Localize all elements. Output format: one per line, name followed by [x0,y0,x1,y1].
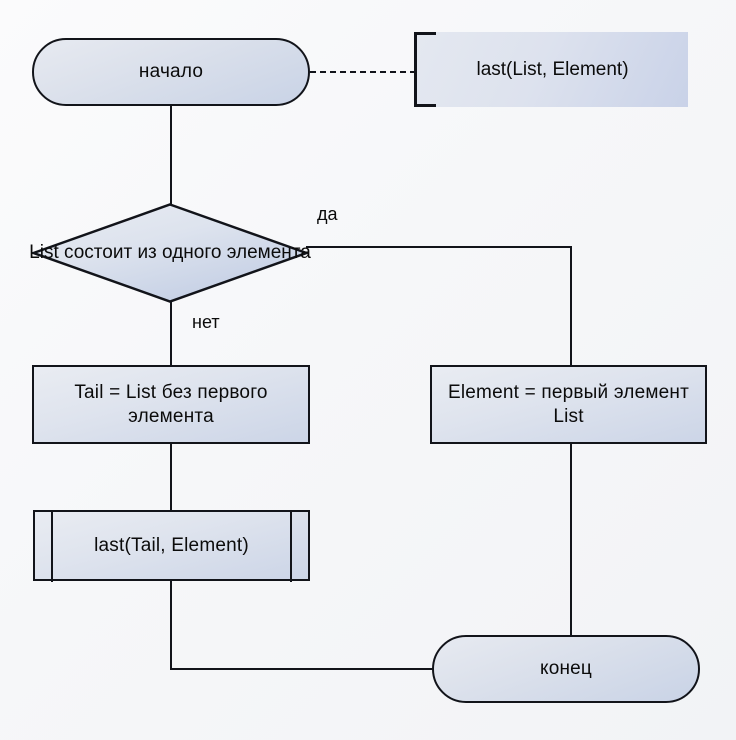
node-process-tail-label: Tail = List без первого элемента [74,381,268,427]
node-subroutine-label: last(Tail, Element) [94,534,249,556]
subroutine-left-bar [51,509,53,582]
node-subroutine-last[interactable]: last(Tail, Element) [33,509,310,582]
annotation-bracket-top [414,32,436,35]
decision-diamond-shape [32,203,308,303]
connector-subroutine-to-end-vertical [170,580,172,670]
connector-start-to-note-dashed [310,71,416,73]
connector-element-to-end [570,443,572,637]
connector-subroutine-to-end-horizontal [170,668,434,670]
connector-decision-yes-horizontal [306,246,572,248]
node-end[interactable]: конец [432,635,700,703]
edge-label-yes: да [317,204,338,224]
connector-decision-yes-vertical [570,246,572,367]
connector-decision-no [170,301,172,367]
node-process-tail[interactable]: Tail = List без первого элемента [32,365,310,444]
node-process-element[interactable]: Element = первый элемент List [430,365,707,444]
node-decision[interactable]: List состоит из одного элемента [29,203,311,303]
connector-start-to-decision [170,105,172,205]
node-annotation-note[interactable]: last(List, Element) [417,32,688,107]
edge-label-no: нет [192,312,220,332]
annotation-bracket-bottom [414,104,436,107]
node-process-element-label: Element = первый элемент List [448,381,689,427]
connector-tail-to-subroutine [170,443,172,512]
node-end-label: конец [539,658,593,680]
node-start[interactable]: начало [32,38,310,106]
annotation-bracket-vertical [414,32,417,107]
annotation-bracket [414,32,436,107]
node-start-label: начало [138,61,204,83]
node-annotation-label: last(List, Element) [476,58,629,80]
subroutine-right-bar [290,509,292,582]
